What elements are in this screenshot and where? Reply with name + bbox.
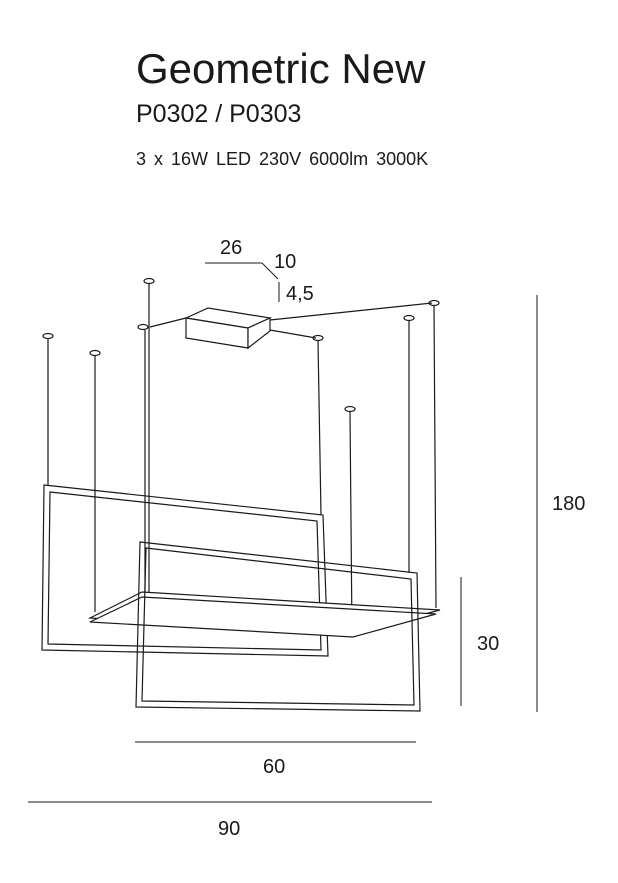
dimension-lines bbox=[28, 262, 538, 803]
dim-canopy-height: 4,5 bbox=[286, 283, 314, 305]
ceiling-anchors bbox=[42, 277, 440, 413]
product-codes: P0302 / P0303 bbox=[136, 100, 302, 128]
frame-horizontal bbox=[87, 591, 441, 638]
product-specs: 3 x 16W LED 230V 6000lm 3000K bbox=[136, 149, 429, 169]
lamp-drawing bbox=[41, 277, 441, 712]
canopy-box bbox=[149, 302, 433, 350]
product-title: Geometric New bbox=[136, 45, 426, 92]
suspension-wires bbox=[47, 284, 437, 634]
dim-canopy-width: 10 bbox=[274, 251, 296, 273]
frame-front bbox=[135, 541, 421, 712]
dim-frame-width-large: 90 bbox=[218, 818, 240, 840]
dim-total-height: 180 bbox=[552, 493, 585, 515]
dim-canopy-length: 26 bbox=[220, 237, 242, 259]
frame-back bbox=[41, 484, 329, 657]
dim-frame-height: 30 bbox=[477, 633, 499, 655]
dim-frame-width-small: 60 bbox=[263, 756, 285, 778]
